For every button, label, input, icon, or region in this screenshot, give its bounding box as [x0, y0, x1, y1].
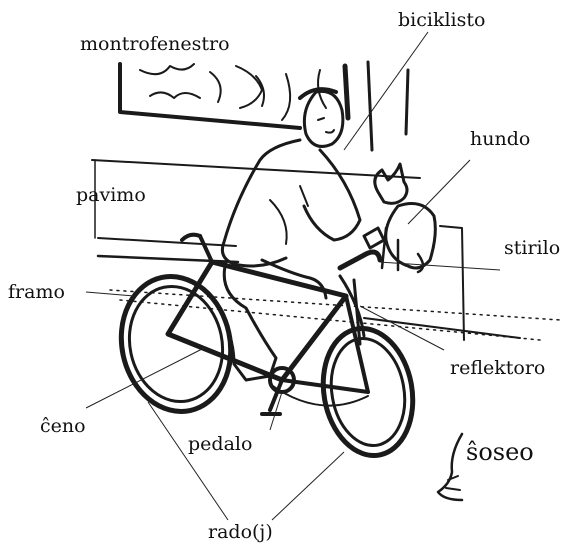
handlebar: [337, 249, 383, 271]
leader-lines: [85, 31, 501, 521]
cyclist-drawing: [220, 87, 362, 382]
leader-ceno: [85, 347, 205, 409]
front-wheel: [118, 274, 234, 414]
label-stirilo: stirilo: [504, 237, 560, 259]
pavement-drawing: [91, 159, 561, 341]
label-framo: framo: [8, 281, 65, 303]
leader-rado-front: [147, 401, 229, 521]
label-pavimo: pavimo: [76, 184, 146, 206]
rear-wheel: [320, 326, 416, 458]
chain: [269, 383, 369, 407]
label-rado: rado(j): [208, 521, 273, 543]
leader-stirilo: [379, 261, 501, 271]
pedal: [260, 378, 284, 416]
label-reflektoro: reflektoro: [450, 357, 545, 379]
leader-pedalo: [269, 391, 283, 431]
label-soseo: ŝoseo: [466, 438, 534, 466]
leader-biciklisto: [343, 31, 429, 151]
leader-hundo: [407, 159, 471, 225]
label-hundo: hundo: [470, 128, 530, 150]
label-montrofenestro: montrofenestro: [80, 33, 230, 55]
dog-drawing: [373, 162, 437, 274]
shop-window-drawing: [118, 60, 410, 152]
leader-rado-rear: [271, 451, 345, 521]
label-biciklisto: biciklisto: [398, 9, 485, 31]
leader-framo: [85, 291, 135, 297]
leader-reflektoro: [359, 305, 445, 351]
label-pedalo: pedalo: [188, 433, 252, 455]
road-mark-drawing: [436, 432, 464, 502]
label-ceno: ĉeno: [40, 415, 86, 437]
frame: [165, 259, 349, 383]
lamp: [362, 226, 386, 250]
